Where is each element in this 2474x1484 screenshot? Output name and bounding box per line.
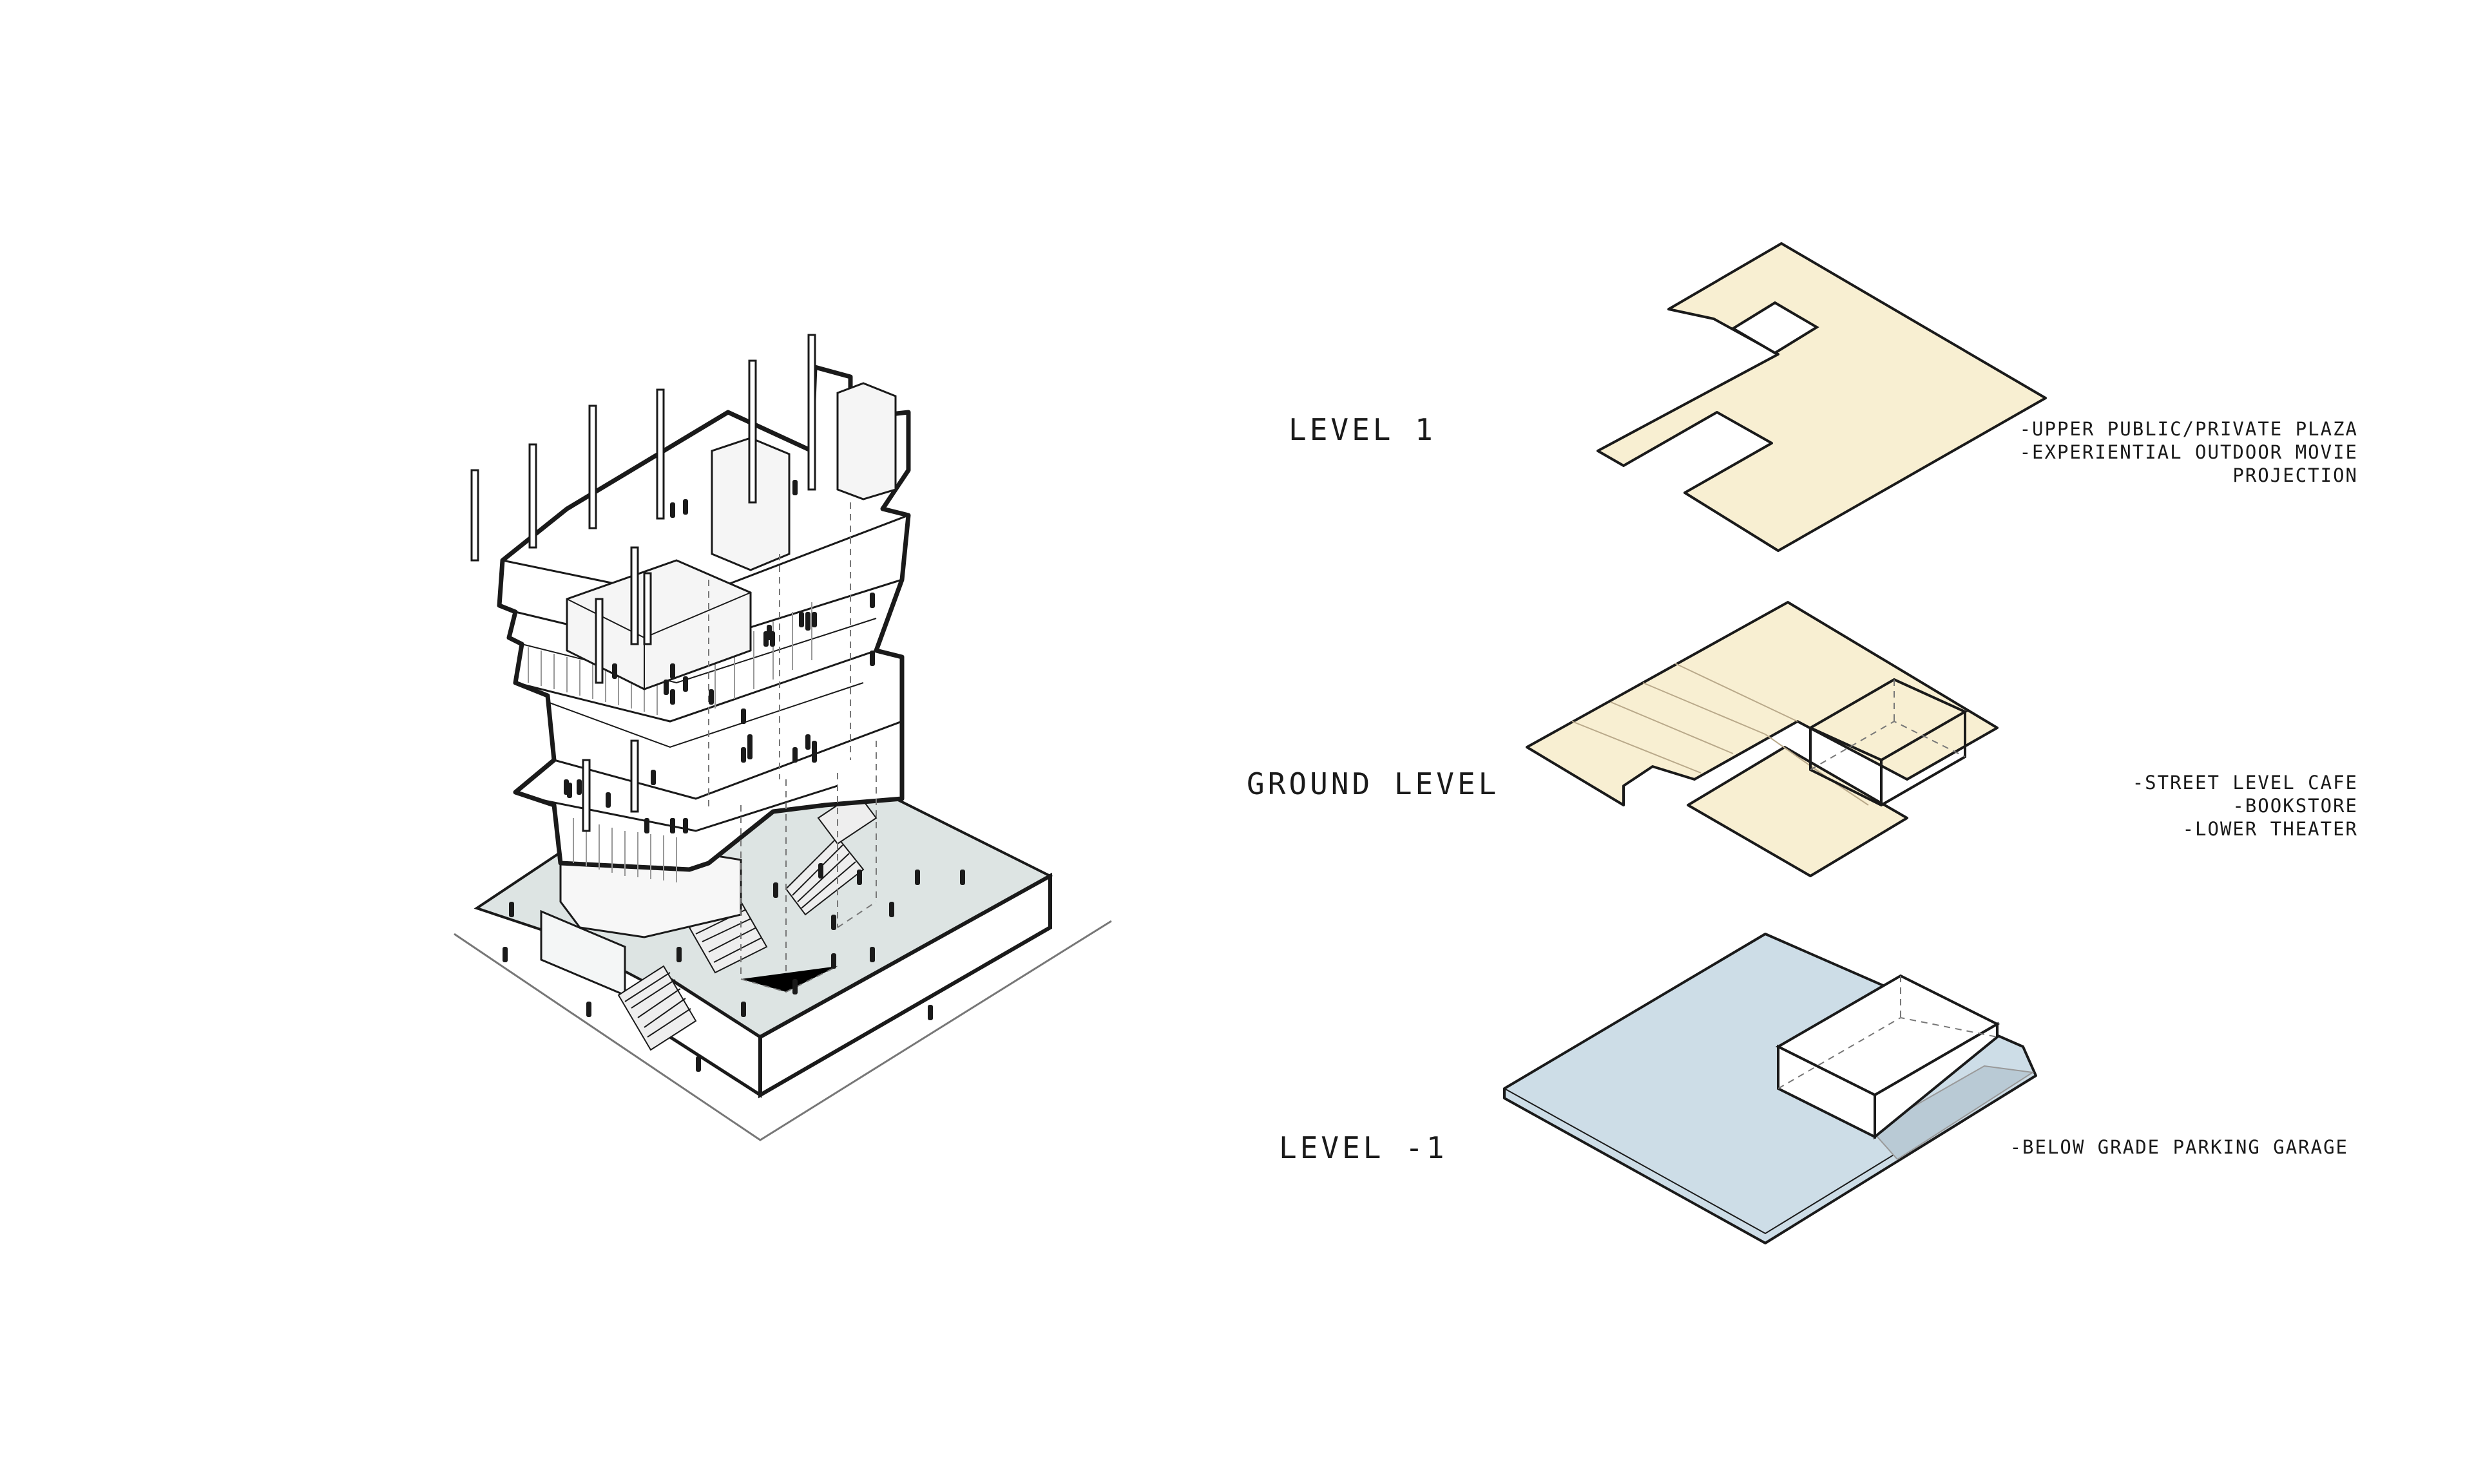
ground-floor-east	[1687, 746, 1908, 877]
garage-box-dashed	[1778, 976, 1998, 1089]
ground-level-plate	[1526, 601, 1999, 877]
ground-program-line: -STREET LEVEL CAFE	[2132, 772, 2358, 794]
levelm1-program: -BELOW GRADE PARKING GARAGE	[2010, 1136, 2348, 1159]
facade-hatch	[528, 602, 812, 882]
level1-program: -UPPER PUBLIC/PRIVATE PLAZA -EXPERIENTIA…	[2020, 417, 2358, 487]
level-minus1-plate	[1503, 933, 2037, 1244]
ground-box-dashed	[1810, 680, 1966, 770]
level1-program-line: -UPPER PUBLIC/PRIVATE PLAZA	[2019, 418, 2358, 440]
building-axonometric	[454, 334, 1112, 1141]
columns	[470, 334, 816, 832]
level1-label: LEVEL 1	[1289, 412, 1436, 447]
garage-box-side	[1874, 1022, 1999, 1140]
level-minus1-label: LEVEL -1	[1279, 1130, 1448, 1165]
site-boundary	[454, 920, 1112, 1141]
tower-shaft-right	[836, 382, 897, 500]
ground-program-line: -BOOKSTORE	[2232, 795, 2358, 817]
ground-program-line: -LOWER THEATER	[2182, 818, 2358, 840]
garage-ramp	[1870, 1065, 2035, 1161]
ground-program: -STREET LEVEL CAFE -BOOKSTORE -LOWER THE…	[2133, 771, 2358, 841]
ground-level-label: GROUND LEVEL	[1247, 766, 1500, 801]
level1-plate	[1597, 242, 2047, 552]
levelm1-program-line: -BELOW GRADE PARKING GARAGE	[2009, 1136, 2348, 1158]
ground-floor-main	[1526, 601, 1999, 806]
people-figures	[503, 480, 965, 1072]
level1-program-line: PROJECTION	[2232, 464, 2358, 486]
level1-void	[1731, 301, 1819, 355]
plinth-right	[758, 872, 1052, 1099]
level1-floor	[1597, 242, 2047, 552]
upper-box	[566, 559, 752, 690]
level1-program-line: -EXPERIENTIAL OUTDOOR MOVIE	[2019, 441, 2358, 463]
